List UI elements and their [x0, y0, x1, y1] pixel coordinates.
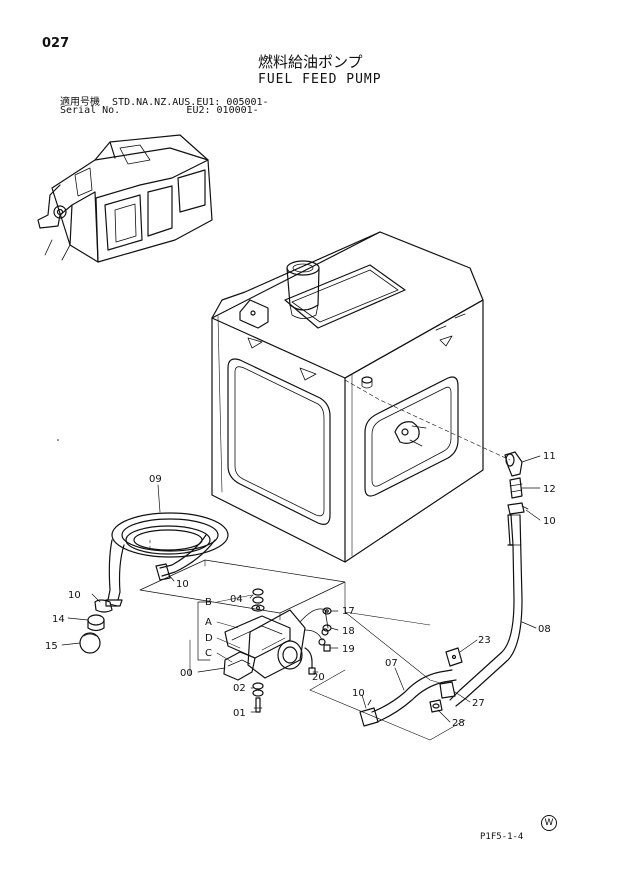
label-12: 12: [543, 484, 556, 495]
upper-hose-assembly: [449, 451, 529, 707]
callout-leaders: [61, 455, 541, 723]
label-19: 19: [342, 644, 355, 655]
label-C: C: [205, 648, 212, 659]
label-23: 23: [478, 635, 491, 646]
label-08: 08: [538, 624, 551, 635]
label-04: 04: [230, 594, 243, 605]
label-20: 20: [312, 672, 325, 683]
excavator-location-view: [37, 134, 213, 263]
label-18: 18: [342, 626, 355, 637]
label-10-lower: 10: [352, 688, 365, 699]
label-01: 01: [233, 708, 246, 719]
w-mark: W: [541, 815, 557, 831]
label-D: D: [205, 633, 213, 644]
label-28: 28: [452, 718, 465, 729]
pump-assembly: [139, 559, 466, 741]
label-10-left: 10: [68, 590, 81, 601]
label-09: 09: [149, 474, 162, 485]
page-number: 027: [42, 36, 70, 51]
serial-line-1: 適用号機 STD.NA.NZ.AUS.EU1: 005001-: [60, 97, 269, 108]
label-A: A: [205, 617, 212, 628]
label-14: 14: [52, 614, 65, 625]
title-english: FUEL FEED PUMP: [258, 72, 382, 87]
drawing-number: P1F5-1-4: [480, 832, 524, 842]
coiled-hose: [105, 512, 229, 607]
label-B: B: [205, 597, 212, 608]
callout-labels: 11 12 10 09 10 10 14 15 B 04 A D C 00 02…: [45, 451, 556, 729]
serial-line-2: Serial No. EU2: 010001-: [60, 105, 259, 116]
label-15: 15: [45, 641, 58, 652]
fuel-tank-cabinet: [211, 231, 484, 563]
label-27: 27: [472, 698, 485, 709]
label-10-clamp: 10: [543, 516, 556, 527]
leader-line: [344, 379, 511, 461]
label-11: 11: [543, 451, 556, 462]
label-07: 07: [385, 658, 398, 669]
label-10-coil: 10: [176, 579, 189, 590]
label-17: 17: [342, 606, 355, 617]
title-japanese: 燃料給油ポンプ: [258, 53, 363, 71]
label-02: 02: [233, 683, 246, 694]
left-fittings: [79, 599, 119, 654]
label-00: 00: [180, 668, 193, 679]
lower-hose-assembly: [359, 647, 463, 727]
